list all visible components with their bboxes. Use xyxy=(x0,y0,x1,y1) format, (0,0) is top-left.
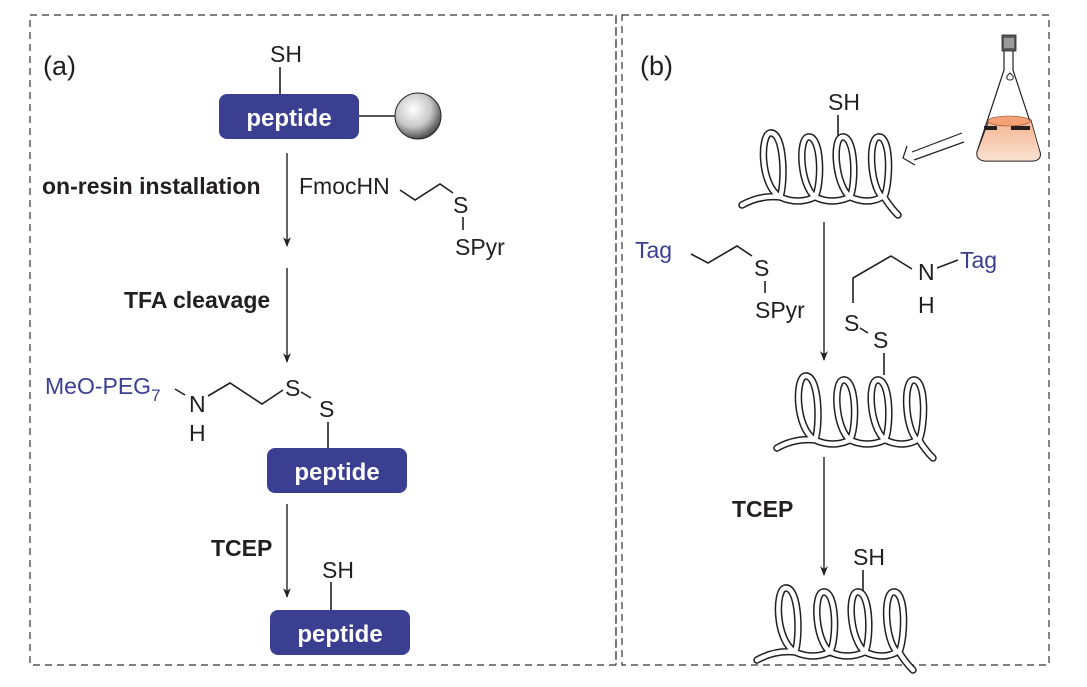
helix3-thiol-label: SH xyxy=(853,544,885,570)
reagent-s: S xyxy=(453,192,468,218)
tag-reagent-spyr: SPyr xyxy=(755,297,805,323)
tag-reagent-tag: Tag xyxy=(635,237,672,263)
peptide-box-resin xyxy=(219,94,359,139)
ethyl-chain xyxy=(399,183,454,201)
conj-h: H xyxy=(918,292,935,318)
conj-chain xyxy=(852,255,913,303)
amine-h: H xyxy=(189,420,206,446)
reagent-on-resin-installation: on-resin installation xyxy=(42,173,261,199)
peg-subscript: 7 xyxy=(151,386,160,405)
conj-n: N xyxy=(918,259,935,285)
helix-protein-icon-2 xyxy=(773,372,937,462)
thiol-label: SH xyxy=(270,41,302,67)
conj-tag: Tag xyxy=(960,247,997,273)
conj-ss-bond xyxy=(859,327,869,334)
panel-b: (b) SH Tag S S xyxy=(635,34,1041,674)
helix-protein-icon-3 xyxy=(753,584,917,674)
panel-a: (a) SH peptide on-resin installation Fmo… xyxy=(42,41,505,655)
peptide-box-final xyxy=(270,610,410,655)
final-thiol-label: SH xyxy=(322,557,354,583)
peptide-box-conjugate xyxy=(267,448,407,493)
panel-a-label: (a) xyxy=(43,51,76,81)
flask-icon xyxy=(976,34,1041,162)
tag-reagent-s: S xyxy=(754,255,769,281)
peg-label: MeO-PEG7 xyxy=(45,373,161,405)
helix1-thiol-label: SH xyxy=(828,89,860,115)
peg-n-bond xyxy=(174,388,186,396)
reagent-tcep-b: TCEP xyxy=(732,496,793,522)
disulfide-s2: S xyxy=(319,396,334,422)
helix-protein-icon-1 xyxy=(738,129,902,219)
tag-reagent-chain xyxy=(690,245,753,264)
peptide-label-resin: peptide xyxy=(246,105,331,132)
reagent-tcep-a: TCEP xyxy=(211,535,272,561)
resin-bead-icon xyxy=(394,92,442,140)
conj-n-tag-bond xyxy=(936,259,959,269)
panel-b-frame xyxy=(621,14,1050,666)
conj-disulfide-s1: S xyxy=(844,310,859,336)
open-arrow-expression xyxy=(902,132,965,166)
peptide-label-final: peptide xyxy=(297,621,382,648)
peg-text: MeO-PEG xyxy=(45,373,151,399)
disulfide-s1: S xyxy=(285,375,300,401)
ss-bond xyxy=(300,391,312,399)
reagent-spyr: SPyr xyxy=(455,234,505,260)
panel-b-label: (b) xyxy=(640,51,673,81)
conj-disulfide-s2: S xyxy=(873,327,888,353)
panel-a-frame xyxy=(29,14,617,666)
linker-chain xyxy=(207,382,284,405)
reagent-fmochn: FmocHN xyxy=(299,173,390,199)
amine-n: N xyxy=(189,391,206,417)
reagent-tfa-cleavage: TFA cleavage xyxy=(124,287,270,313)
peptide-label-conjugate: peptide xyxy=(294,459,379,486)
